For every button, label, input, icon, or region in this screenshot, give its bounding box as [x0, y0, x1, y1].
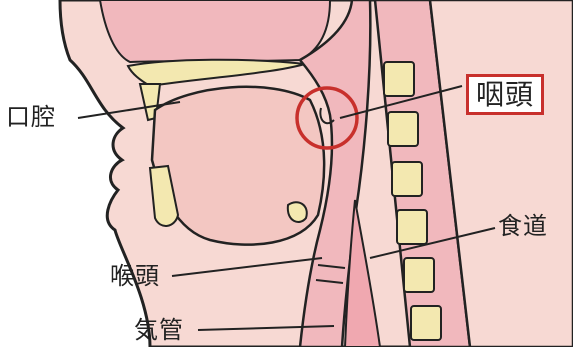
label-esophagus: 食道: [498, 214, 548, 238]
vertebra: [388, 112, 418, 146]
vertebra: [404, 258, 434, 292]
label-trachea: 気管: [134, 318, 184, 342]
label-oral-cavity: 口腔: [6, 105, 56, 129]
vertebra: [411, 306, 441, 340]
nasal-cavity: [100, 0, 330, 62]
label-larynx: 喉頭: [110, 264, 160, 288]
vertebra: [397, 210, 427, 244]
label-pharynx: 咽頭: [466, 74, 544, 115]
hyoid-bone: [288, 202, 307, 222]
vertebra: [384, 62, 414, 96]
vertebra: [392, 162, 422, 196]
